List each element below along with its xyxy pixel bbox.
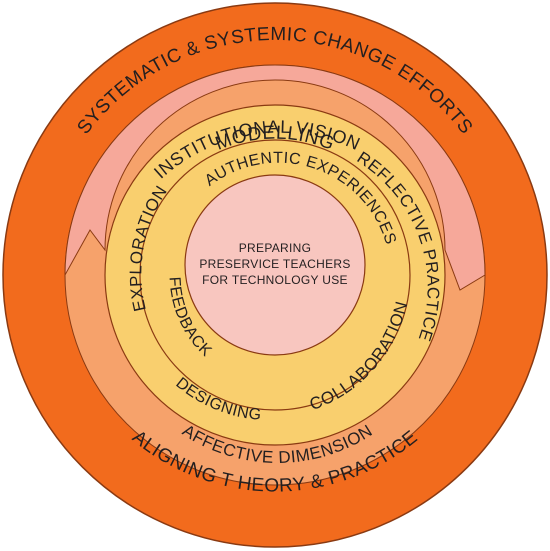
center-line-2: PRESERVICE TEACHERS	[199, 257, 350, 271]
center-line-3: FOR TECHNOLOGY USE	[202, 273, 348, 287]
center-line-1: PREPARING	[239, 241, 312, 255]
center-circle	[184, 174, 366, 356]
institutional-vision-arrow	[64, 64, 486, 291]
